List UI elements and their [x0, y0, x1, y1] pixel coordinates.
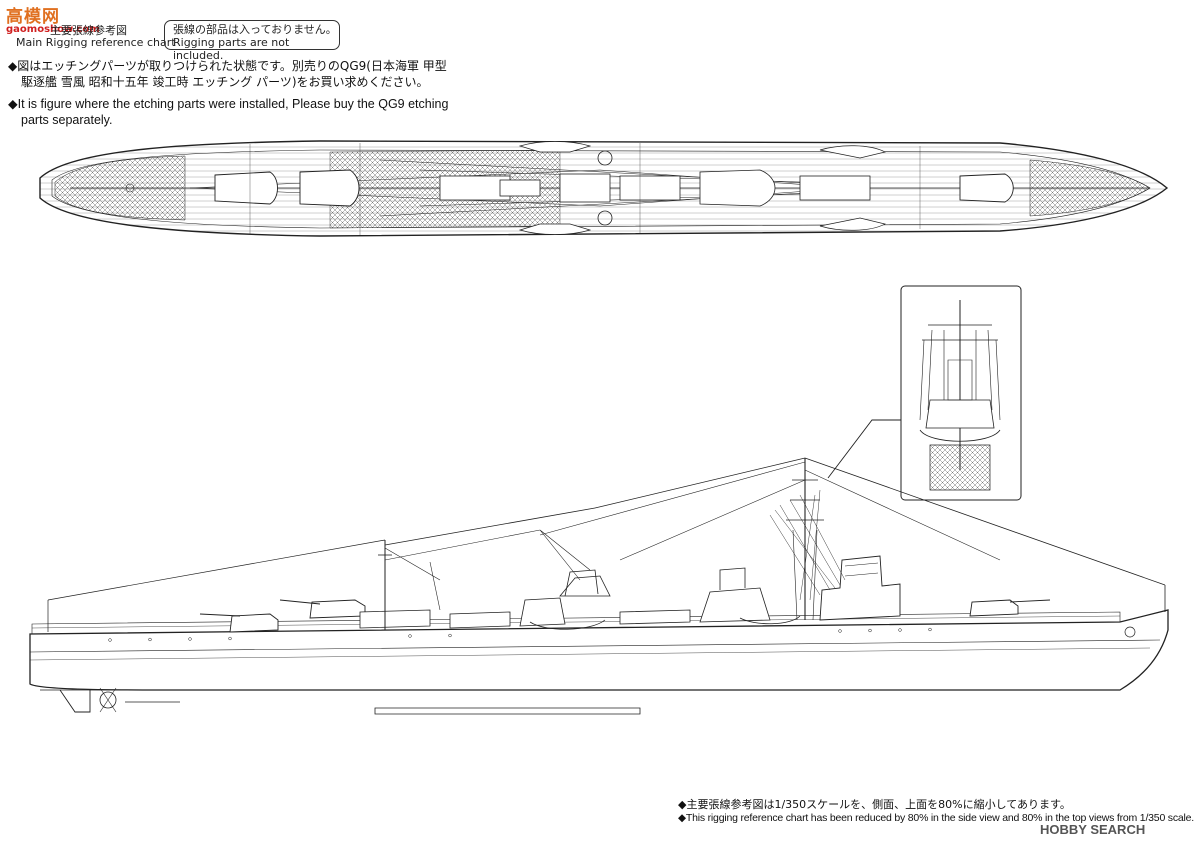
- logo-sub-text: gaomoshow.com: [6, 24, 100, 35]
- chart-title-jp: 主要張線参考図: [50, 24, 127, 37]
- top-view: [39, 140, 1169, 237]
- rigging-note-box: 張線の部品は入っておりません。 Rigging parts are not in…: [164, 20, 340, 62]
- rigging-note-en: Rigging parts are not included.: [173, 36, 290, 62]
- chart-title-en: Main Rigging reference chart: [16, 36, 176, 49]
- instruction-jp: ◆図はエッチングパーツが取りつけられた状態です。別売りのQG9(日本海軍 甲型 …: [8, 58, 508, 90]
- rigging-stern-stay: [47, 539, 386, 601]
- side-turret-aft-1: [229, 613, 279, 633]
- footer-note-en: ◆This rigging reference chart has been r…: [678, 812, 1195, 824]
- side-view: [29, 457, 1169, 715]
- instruction-jp-line2: 駆逐艦 雪風 昭和十五年 竣工時 エッチング パーツ)をお買い求めください。: [21, 75, 429, 89]
- hobby-search-watermark: HOBBY SEARCH: [1040, 822, 1146, 837]
- instruction-en-line2: parts separately.: [21, 113, 113, 127]
- rigging-note-jp: 張線の部品は入っておりません。: [173, 23, 337, 36]
- instruction-en: ◆It is figure where the etching parts we…: [8, 96, 508, 128]
- top-turret-aft: [214, 169, 360, 207]
- site-logo: 高模网 gaomoshow.com: [6, 2, 100, 42]
- top-turret-fwd: [959, 173, 1014, 203]
- side-turret-fwd: [969, 599, 1019, 617]
- side-bridge: [819, 555, 901, 621]
- logo-main-text: 高模网: [6, 7, 60, 27]
- instruction-jp-line1: ◆図はエッチングパーツが取りつけられた状態です。別売りのQG9(日本海軍 甲型: [8, 59, 447, 73]
- footer-note-jp: ◆主要張線参考図は1/350スケールを、側面、上面を80%に縮小してあります。: [678, 798, 1071, 811]
- side-turret-aft-2: [309, 599, 366, 619]
- rigging-bow-stay: [804, 457, 1166, 586]
- instruction-en-line1: ◆It is figure where the etching parts we…: [8, 97, 449, 111]
- inset-mast-detail: [827, 285, 1022, 501]
